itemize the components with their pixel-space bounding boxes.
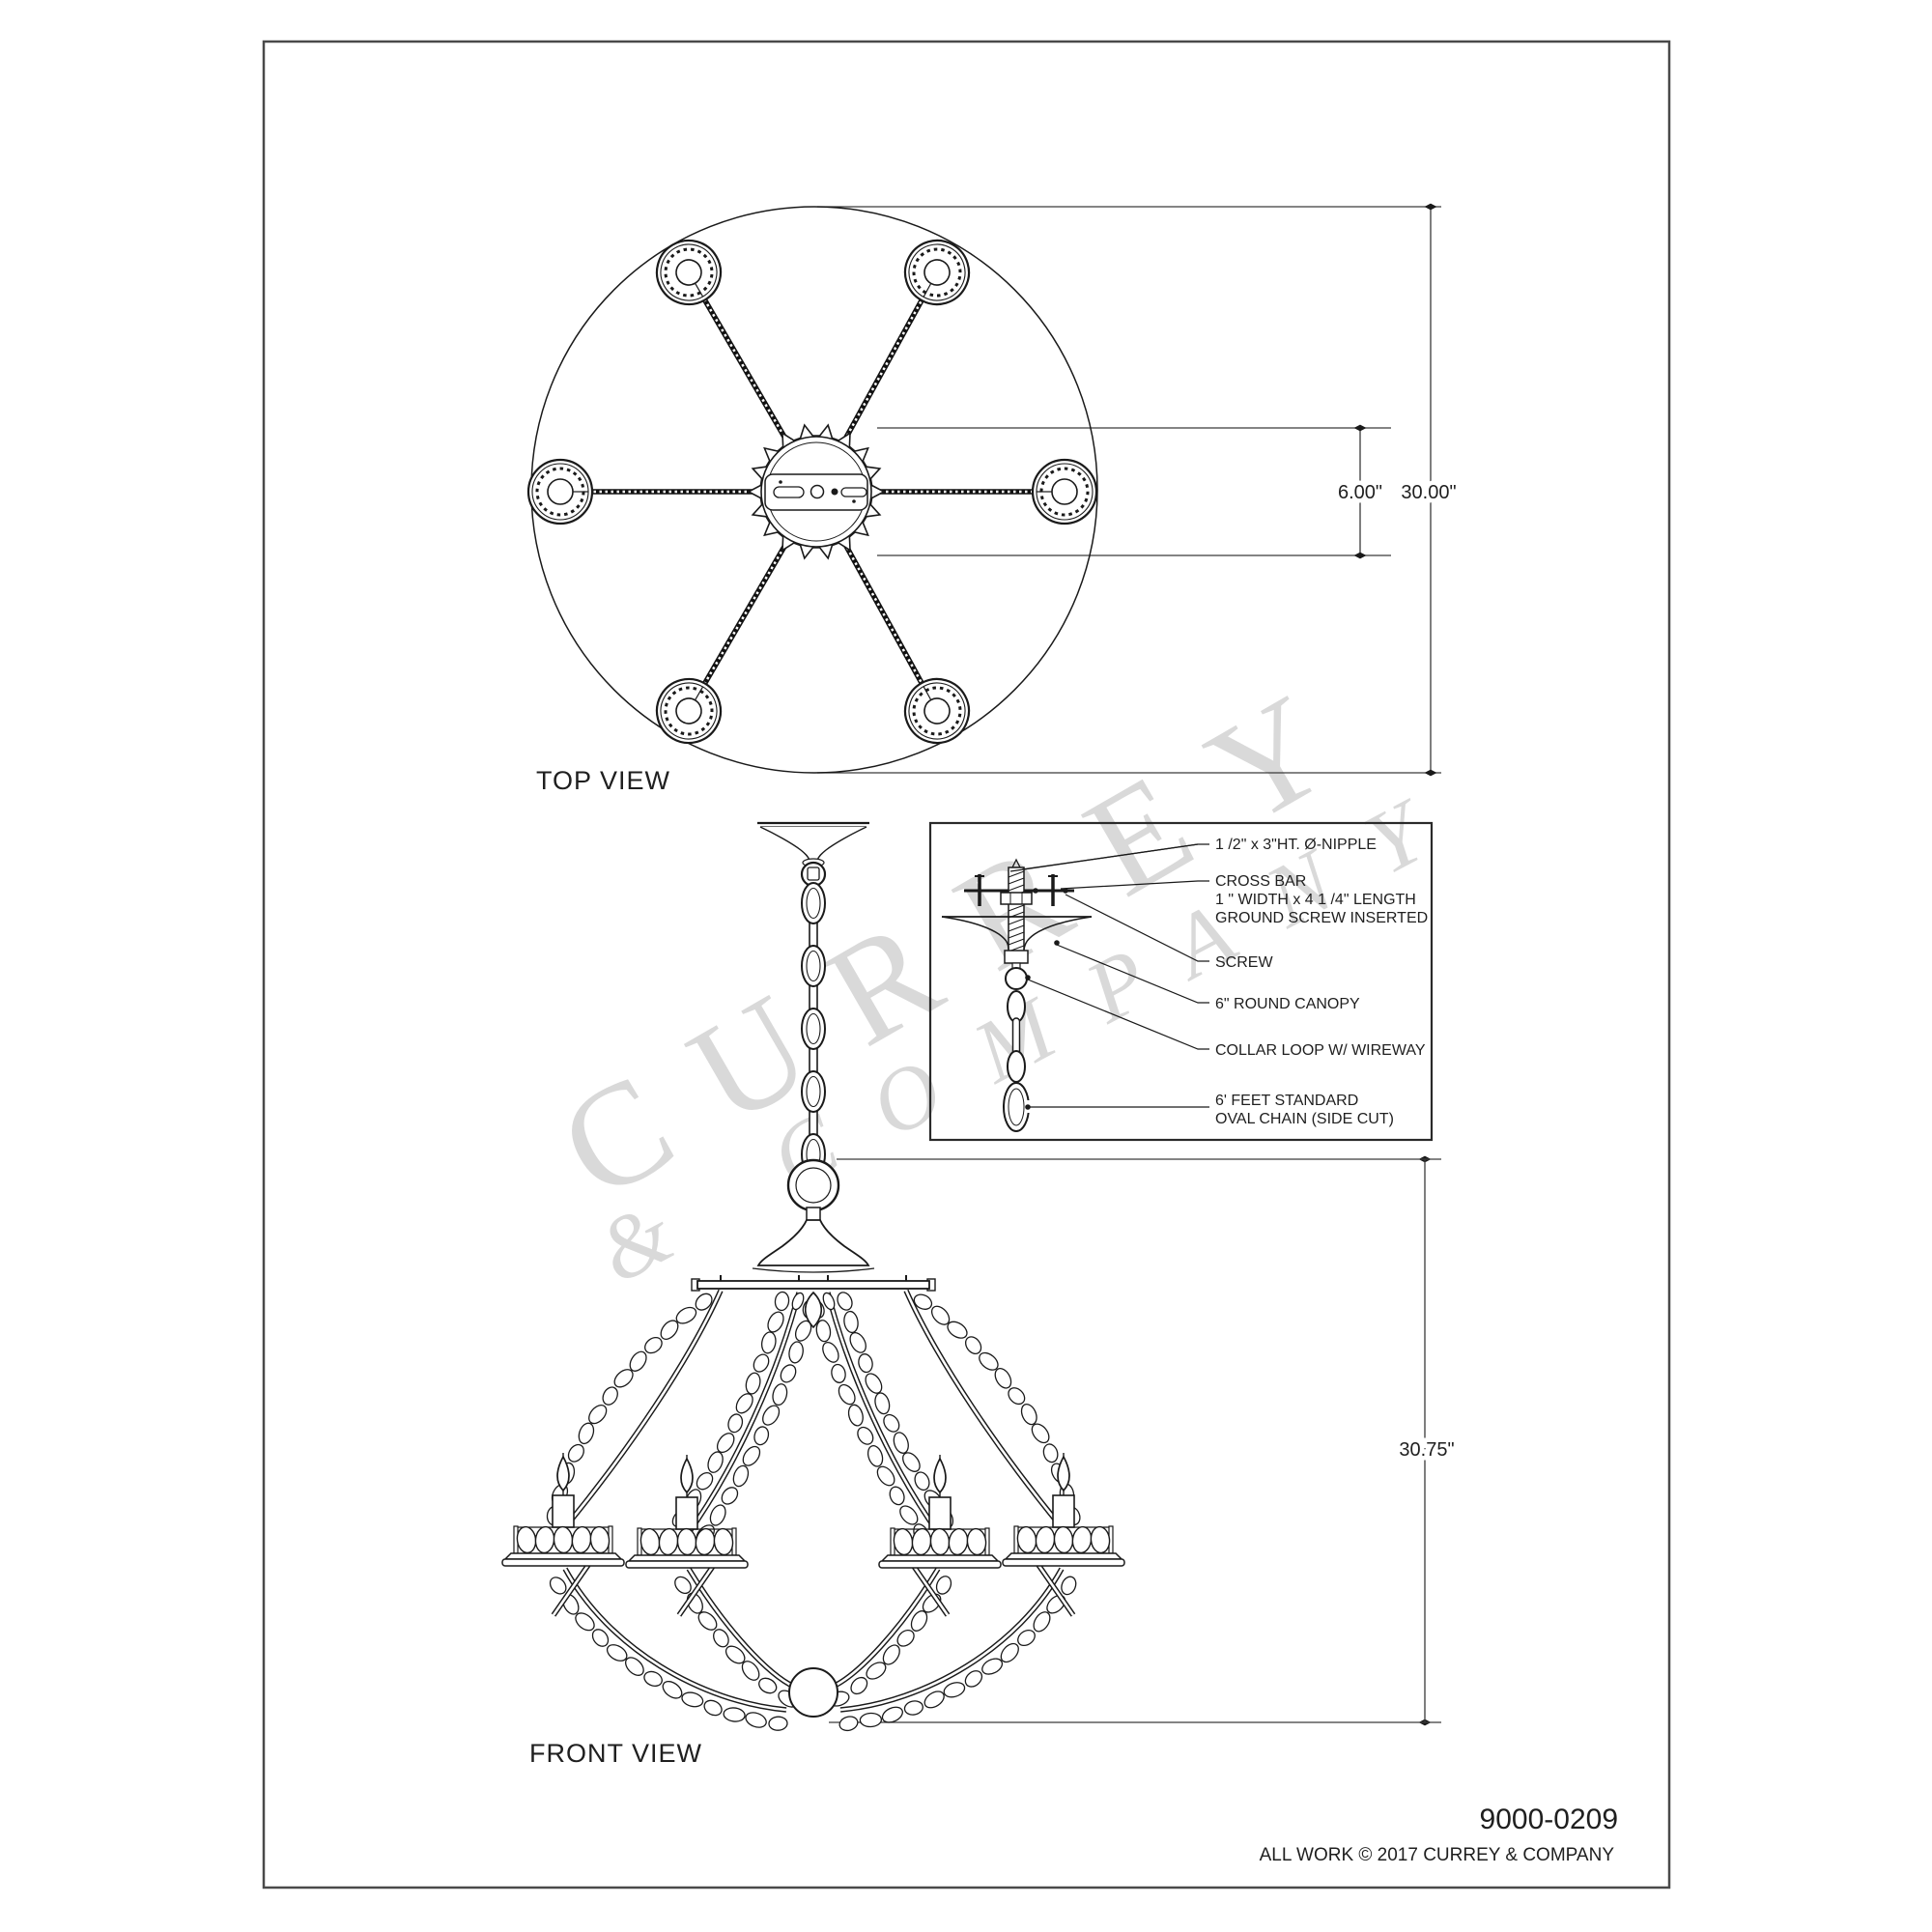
top-view-hub [747,423,886,560]
light-socket [526,458,594,526]
chain-link-side [1011,1017,1021,1056]
callout-crossbar-1: CROSS BAR [1215,873,1306,890]
chain-link [1007,1050,1026,1083]
detail-inset: 1 /2" x 3"HT. Ø-NIPPLE CROSS BAR 1 " WID… [928,821,1434,1142]
finial [804,1291,823,1329]
mounting-slot [840,487,867,497]
center-hole [810,484,825,499]
front-view-label: FRONT VIEW [529,1739,702,1768]
inset-box [928,821,1434,1142]
crystal-garlands [546,1291,1081,1732]
mounting-slot [773,486,805,498]
ring-connector [806,1207,821,1222]
hex-nut [1000,892,1033,905]
light-socket [892,666,982,756]
top-view-label: TOP VIEW [536,766,670,795]
screw-dot [831,488,838,496]
inset-leader-lines [1009,843,1209,1108]
dim-label-diameter: 30.00" [1401,482,1456,503]
front-bell-plate [691,1219,936,1329]
callout-collar-loop: COLLAR LOOP W/ WIREWAY [1215,1042,1426,1059]
front-view-arms [551,1289,1076,1713]
callout-nipple: 1 /2" x 3"HT. Ø-NIPPLE [1215,837,1377,853]
ground-screw-dot [1063,888,1068,894]
front-view: 30.75" FRONT VIEW [501,821,1459,1768]
light-socket [643,227,734,318]
screw-dot [852,499,856,503]
chain-link [1007,990,1026,1023]
callout-screw: SCREW [1215,954,1273,971]
inset-hardware-drawing [941,858,1093,1132]
chain-link-cut [1003,1082,1030,1132]
copyright-line: ALL WORK © 2017 CURREY & COMPANY [1260,1845,1615,1865]
bottom-ball [788,1667,838,1718]
inset-callouts: 1 /2" x 3"HT. Ø-NIPPLE CROSS BAR 1 " WID… [1215,837,1428,1127]
candle-cup [1002,1452,1125,1567]
locknut [1004,950,1029,964]
canopy-cone [759,826,867,862]
front-canopy [757,821,869,888]
dimension-arrowheads [1353,203,1437,1726]
sheet-border [262,40,1671,1889]
top-view: 6.00" 30.00" TOP VIEW [526,203,1461,1726]
screw-dot [779,480,782,484]
dim-label-hub: 6.00" [1338,482,1382,503]
light-socket [892,227,982,318]
candle-cup [501,1452,625,1567]
light-socket [643,666,734,756]
callout-canopy: 6" ROUND CANOPY [1215,996,1360,1012]
light-socket [1031,458,1098,526]
title-block: 9000-0209 ALL WORK © 2017 CURREY & COMPA… [1260,1804,1618,1865]
bell-dome [756,1219,870,1266]
callout-crossbar-2: 1 " WIDTH x 4 1 /4" LENGTH [1215,892,1416,908]
part-number: 9000-0209 [1480,1804,1618,1835]
threaded-nipple [1008,867,1025,952]
callout-chain-1: 6' FEET STANDARD [1215,1093,1358,1109]
top-plate [696,1280,930,1290]
collar-loop-detail [1005,967,1028,990]
dim-label-height: 30.75" [1399,1439,1454,1461]
callout-chain-2: OVAL CHAIN (SIDE CUT) [1215,1111,1394,1127]
callout-crossbar-3: GROUND SCREW INSERTED [1215,910,1428,926]
